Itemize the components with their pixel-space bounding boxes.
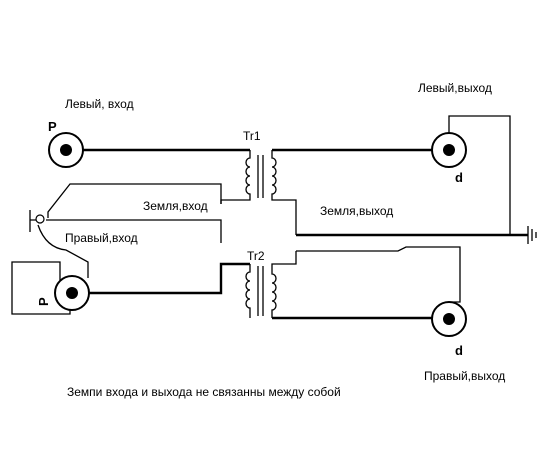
caption: Земпи входа и выхода не связанны между с… — [67, 385, 341, 399]
label-d-bottom: d — [455, 343, 463, 358]
wire-right-out-ground — [296, 246, 461, 303]
connector-right-in — [54, 275, 90, 311]
wire-input-ground-drop — [37, 224, 89, 278]
wire-right-in-signal — [89, 262, 250, 295]
wire-input-ground-lower — [46, 219, 222, 243]
ground-symbol — [527, 226, 537, 244]
label-p-bottom: P — [36, 297, 51, 306]
wire-input-ground-stub — [29, 210, 36, 232]
transformer-tr2 — [245, 251, 297, 318]
ground-terminal-in — [35, 214, 45, 224]
label-d-top: d — [455, 170, 463, 185]
wire-left-out-ground — [448, 115, 511, 235]
wire-input-ground-upper — [47, 183, 222, 218]
label-tr1: Tr1 — [243, 129, 261, 143]
label-left-out: Левый,выход — [418, 81, 492, 95]
label-ground-out: Земля,выход — [320, 204, 393, 218]
label-tr2: Tr2 — [247, 249, 265, 263]
connector-left-out — [431, 132, 467, 168]
connector-right-out — [431, 301, 467, 337]
label-right-in: Правый,вход — [65, 231, 138, 245]
transformer-tr1 — [220, 150, 297, 235]
label-right-out: Правый,выход — [424, 369, 505, 383]
connector-left-in — [48, 132, 84, 168]
label-left-in: Левый, вход — [65, 97, 134, 111]
wire-right-in-ground — [11, 261, 71, 315]
label-p-top: P — [48, 119, 57, 134]
label-ground-in: Земля,вход — [143, 199, 208, 213]
